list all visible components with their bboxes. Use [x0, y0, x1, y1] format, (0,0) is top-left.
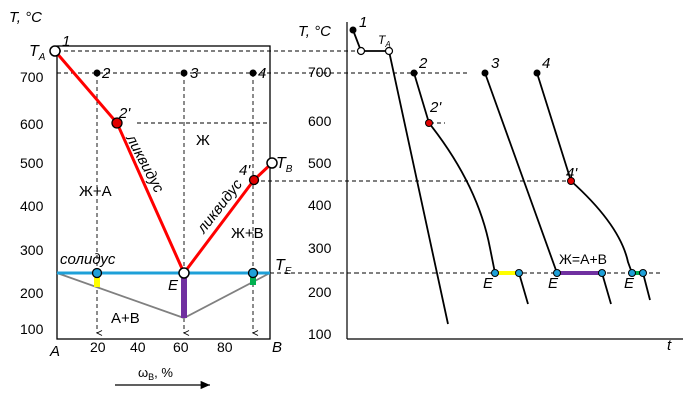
- curve1-arrest-end: [384, 46, 394, 56]
- left-y-ticks: 700 600 500 400 300 200 100: [20, 69, 44, 337]
- cooling-curve-2-upper: [413, 72, 496, 274]
- curve2-start-point: [410, 69, 418, 77]
- right-y-tick-600: 600: [308, 113, 332, 129]
- left-guide-lines: [57, 50, 575, 336]
- cooling-curve-4-lower: [642, 272, 651, 301]
- curve2-eutectic-start: [491, 269, 499, 277]
- ta-point: [49, 45, 61, 57]
- ta-label: TA: [29, 43, 46, 63]
- left-x-end-b: B: [272, 339, 282, 356]
- left-y-tick-700: 700: [20, 69, 44, 85]
- tb-label: TB: [276, 155, 293, 175]
- right-label-pt4-prime: 4': [566, 165, 578, 182]
- label-pt4: 4: [258, 65, 266, 82]
- solidus-label: солидус: [60, 251, 116, 268]
- point-2-prime: [111, 117, 123, 129]
- curve3-start-point: [481, 69, 489, 77]
- solidus-point-alloy2: [91, 267, 103, 279]
- label-pt2: 2: [101, 65, 111, 82]
- right-label-pt4: 4: [542, 55, 550, 72]
- cooling-curve-3-upper: [484, 72, 558, 274]
- right-ta-label: TA: [378, 33, 391, 49]
- curve2-liquidus-point: [425, 119, 433, 127]
- right-y-axis-title: T, °C: [298, 23, 331, 40]
- right-y-tick-200: 200: [308, 284, 332, 300]
- right-label-e3: E: [624, 275, 635, 292]
- curve3-eutectic-start: [553, 269, 561, 277]
- eutectoid-lines: [56, 272, 271, 319]
- left-y-axis-title: T, °C: [9, 9, 42, 26]
- left-y-tick-100: 100: [20, 321, 44, 337]
- eutectic-point: [178, 267, 190, 279]
- region-solid: А+В: [111, 310, 140, 327]
- phase-diagram: 700 600 500 400 300 200 100 T, °C 20 40 …: [9, 9, 575, 390]
- label-pt3: 3: [190, 65, 199, 82]
- left-x-tick-60: 60: [173, 339, 189, 355]
- region-liquid-b: Ж+В: [231, 225, 264, 242]
- right-y-tick-700: 700: [308, 64, 332, 80]
- curve3-eutectic-end: [598, 269, 606, 277]
- left-x-tick-80: 80: [217, 339, 233, 355]
- solidus-point-alloy4: [247, 267, 259, 279]
- right-x-axis-title: t: [667, 337, 672, 354]
- curve1-start-point: [349, 26, 357, 34]
- right-y-tick-100: 100: [308, 326, 332, 342]
- curve4-start-point: [533, 69, 541, 77]
- label-pt4-prime: 4': [239, 162, 251, 179]
- right-label-pt1: 1: [359, 14, 367, 31]
- point-2: [93, 69, 101, 77]
- crystallization-segment-alloy2: [94, 274, 100, 287]
- label-pt2-prime: 2': [118, 105, 131, 122]
- curve4-eutectic-start: [628, 269, 636, 277]
- left-y-tick-200: 200: [20, 285, 44, 301]
- phase-diagram-frame: [56, 45, 271, 340]
- region-liquid: Ж: [196, 132, 210, 149]
- curve2-eutectic-end: [515, 269, 523, 277]
- left-y-tick-500: 500: [20, 155, 44, 171]
- right-y-tick-500: 500: [308, 155, 332, 171]
- point-3: [180, 69, 188, 77]
- left-x-axis-title: ωB, %: [115, 365, 210, 390]
- left-y-tick-400: 400: [20, 198, 44, 214]
- right-y-tick-400: 400: [308, 197, 332, 213]
- point-4-prime: [248, 174, 260, 186]
- cooling-curves: T, °C t 700 600 500 400 300 200 100: [298, 14, 683, 354]
- right-y-tick-300: 300: [308, 240, 332, 256]
- svg-text:ωB, %: ωB, %: [138, 365, 173, 382]
- curve4-liquidus-point: [567, 177, 575, 185]
- right-label-pt2-prime: 2': [429, 99, 442, 116]
- crystallization-segment-alloy3: [181, 274, 187, 318]
- cooling-curve-3-lower: [601, 272, 612, 305]
- point-4: [249, 69, 257, 77]
- region-liquid-a: Ж+А: [79, 183, 112, 200]
- cooling-curve-1: [352, 29, 449, 325]
- left-x-tick-40: 40: [130, 339, 146, 355]
- curve1-arrest-start: [356, 46, 366, 56]
- left-y-tick-600: 600: [20, 116, 44, 132]
- right-label-e1: E: [483, 275, 494, 292]
- crystallization-segment-alloy4: [250, 274, 256, 285]
- label-pt1: 1: [62, 33, 70, 50]
- right-y-ticks: 700 600 500 400 300 200 100: [308, 64, 332, 342]
- te-label: TE: [275, 257, 292, 277]
- eutectic-reaction-label: Ж=А+В: [559, 251, 607, 267]
- right-label-pt3: 3: [491, 55, 500, 72]
- left-x-end-a: A: [49, 343, 60, 360]
- label-eutectic: E: [168, 277, 179, 294]
- cooling-curve-4-upper: [536, 72, 633, 274]
- cooling-curve-2-lower: [518, 272, 529, 305]
- curve4-eutectic-end: [639, 269, 647, 277]
- right-label-e2: E: [548, 275, 559, 292]
- left-y-tick-300: 300: [20, 242, 44, 258]
- left-x-tick-20: 20: [90, 339, 106, 355]
- tb-point: [266, 157, 278, 169]
- liquidus-left-line: [53, 50, 186, 274]
- right-label-pt2: 2: [418, 55, 428, 72]
